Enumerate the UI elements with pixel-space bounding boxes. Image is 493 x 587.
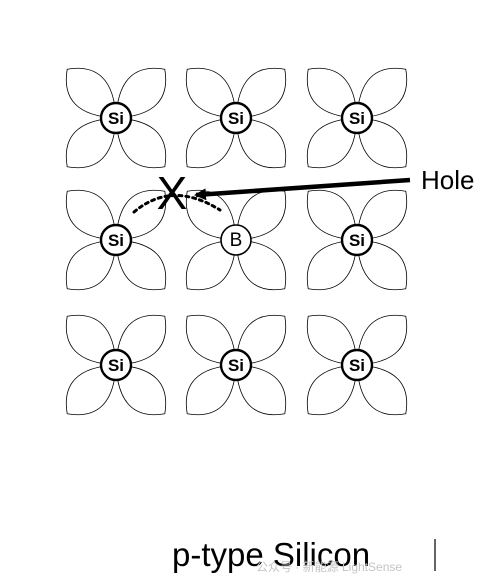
boron-atom: B bbox=[220, 224, 252, 256]
atom-circle bbox=[340, 101, 374, 135]
silicon-atom: Si bbox=[340, 348, 374, 382]
bond-lobe bbox=[185, 364, 237, 416]
bond-lobe bbox=[235, 189, 287, 241]
watermark: 公众号 · 新能源 LightSense bbox=[256, 559, 402, 574]
bond-lobe bbox=[356, 314, 408, 366]
silicon-atom: Si bbox=[219, 101, 253, 135]
bond-lobe bbox=[235, 239, 287, 291]
hole-x-glyph: X bbox=[157, 167, 188, 219]
bond-lobe bbox=[235, 117, 287, 169]
silicon-atom: Si bbox=[99, 348, 133, 382]
atom-label: Si bbox=[349, 231, 365, 250]
bond-lobe bbox=[356, 239, 408, 291]
bond-lobe bbox=[235, 364, 287, 416]
atom-circle bbox=[220, 224, 252, 256]
bond-lobe bbox=[356, 117, 408, 169]
broken-bond-dotted-arc bbox=[132, 194, 222, 214]
bond-lobe bbox=[235, 67, 287, 119]
atom-label: Si bbox=[349, 356, 365, 375]
silicon-atom: Si bbox=[99, 101, 133, 135]
bond-lobe bbox=[115, 314, 167, 366]
bond-lobe bbox=[306, 67, 358, 119]
bond-lobe bbox=[306, 117, 358, 169]
bond-lobe bbox=[306, 189, 358, 241]
hole-x-marker: X bbox=[157, 167, 188, 219]
atom-label: Si bbox=[108, 109, 124, 128]
bond-lobe bbox=[65, 314, 117, 366]
bond-lobe bbox=[306, 314, 358, 366]
bond-lobe bbox=[65, 117, 117, 169]
bond-lobe bbox=[306, 364, 358, 416]
covalent-bond-lobes bbox=[65, 67, 408, 416]
arrow-line bbox=[194, 177, 411, 201]
bond-lobe bbox=[185, 314, 237, 366]
atom-label: B bbox=[230, 230, 243, 251]
atom-label: Si bbox=[228, 356, 244, 375]
atom-label: Si bbox=[349, 109, 365, 128]
bond-lobe bbox=[65, 364, 117, 416]
bond-lobe bbox=[356, 364, 408, 416]
bond-lobe bbox=[115, 189, 167, 241]
atom-circle bbox=[99, 223, 133, 257]
bond-lobe bbox=[185, 117, 237, 169]
bond-lobe bbox=[185, 67, 237, 119]
bond-lobe bbox=[356, 189, 408, 241]
bond-lobe bbox=[65, 239, 117, 291]
bond-lobe bbox=[115, 364, 167, 416]
hole-label: Hole bbox=[421, 165, 474, 195]
silicon-atom: Si bbox=[219, 348, 253, 382]
silicon-atom: Si bbox=[340, 223, 374, 257]
bond-lobe bbox=[356, 67, 408, 119]
bond-lobe bbox=[235, 314, 287, 366]
bond-lobe bbox=[115, 117, 167, 169]
bond-lobe bbox=[65, 67, 117, 119]
atom-circle bbox=[99, 101, 133, 135]
bond-lobe bbox=[306, 239, 358, 291]
atom-circle bbox=[99, 348, 133, 382]
atom-circle bbox=[219, 348, 253, 382]
atom-circle bbox=[219, 101, 253, 135]
atom-circle bbox=[340, 348, 374, 382]
bond-lobe bbox=[115, 67, 167, 119]
bond-lobe bbox=[115, 239, 167, 291]
bond-lobe bbox=[185, 189, 237, 241]
hole-arrow bbox=[194, 177, 411, 201]
atom-circle bbox=[340, 223, 374, 257]
atom-label: Si bbox=[228, 109, 244, 128]
diagram-caption: p-type Silicon bbox=[172, 536, 370, 573]
silicon-atom: Si bbox=[340, 101, 374, 135]
silicon-atom: Si bbox=[99, 223, 133, 257]
atom-label: Si bbox=[108, 231, 124, 250]
bond-lobe bbox=[185, 239, 237, 291]
bond-lobe bbox=[65, 189, 117, 241]
atom-label: Si bbox=[108, 356, 124, 375]
